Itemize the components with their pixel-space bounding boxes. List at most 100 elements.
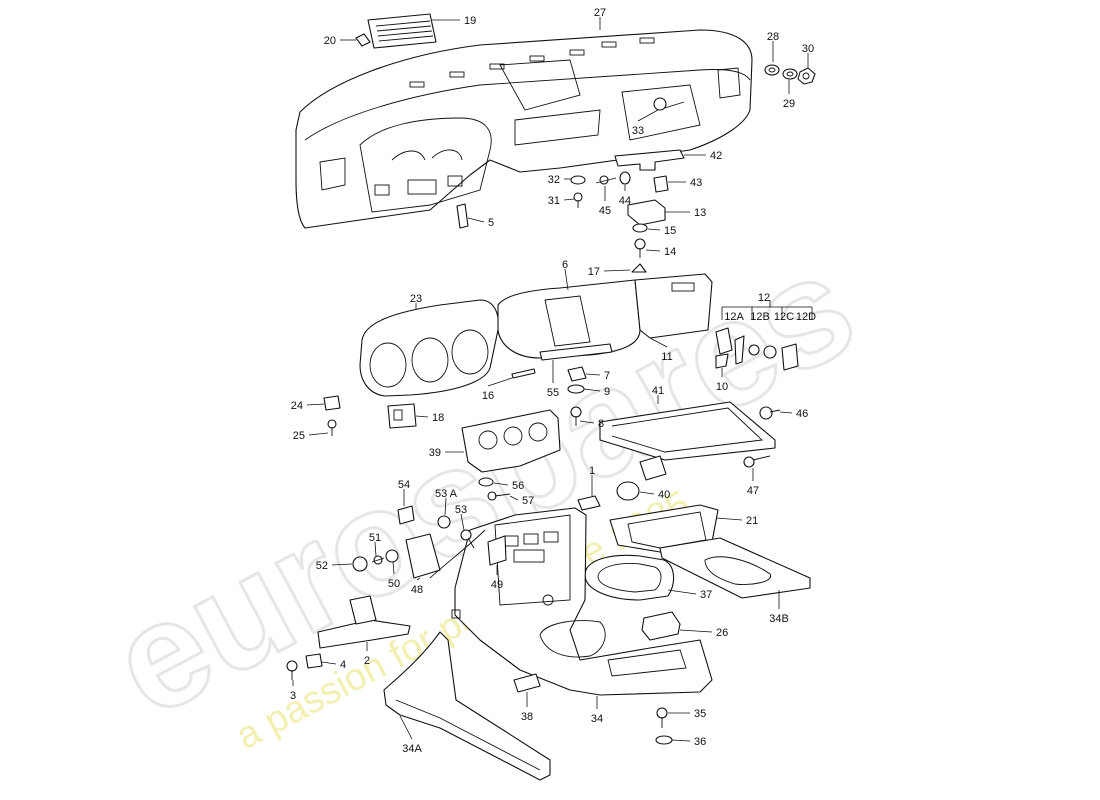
leader-line-6: [564, 268, 569, 291]
part-label-23: 23: [410, 293, 422, 305]
part-label-27: 27: [594, 7, 606, 19]
part-label-18: 18: [432, 412, 444, 424]
side-panel-34A: [383, 631, 551, 781]
leader-line-50: [392, 561, 395, 575]
instrument-cluster-23: [359, 299, 499, 397]
leader-line-34a: [399, 715, 413, 740]
part-label-12c: 12C: [774, 311, 794, 323]
leader-line-18: [415, 415, 429, 418]
part-label-54: 54: [398, 479, 410, 491]
screw-47: [743, 455, 771, 468]
part-label-6: 6: [562, 259, 568, 271]
part-label-39: 39: [429, 447, 441, 459]
switch-18: [387, 403, 417, 429]
dashboard-panel: [295, 29, 753, 229]
leader-line-33: [637, 109, 659, 122]
vent-38: [513, 673, 541, 693]
part-label-34a: 34A: [402, 743, 422, 755]
part-label-53: 53: [455, 504, 467, 516]
part-label-43: 43: [690, 177, 702, 189]
part-label-26: 26: [716, 627, 728, 639]
cover-26: [641, 611, 681, 641]
part-label-3: 3: [290, 690, 296, 702]
part-label-36: 36: [694, 736, 706, 748]
part-label-52: 52: [316, 560, 328, 572]
callout-leaders: [292, 17, 809, 742]
leader-line-40: [639, 491, 655, 495]
leader-line-53a: [444, 497, 447, 516]
screw-45: [595, 175, 617, 185]
leader-line-21: [715, 517, 743, 521]
leader-line-25: [308, 432, 329, 436]
bracket-2: [317, 595, 411, 649]
part-label-8: 8: [598, 418, 604, 430]
part-label-25: 25: [293, 430, 305, 442]
tray-41: [599, 401, 776, 481]
screw-51: [371, 555, 385, 565]
part-label-51: 51: [369, 532, 381, 544]
part-label-56: 56: [512, 480, 524, 492]
insert-34B: [659, 537, 811, 599]
leader-line-7: [585, 373, 601, 376]
part-label-12d: 12D: [796, 311, 816, 323]
trim-ring-37: [584, 554, 675, 601]
glovebox-6: [497, 279, 641, 359]
leader-line-48: [416, 577, 421, 581]
part-label-55: 55: [547, 387, 559, 399]
part-label-41: 41: [652, 385, 664, 397]
washer-56: [478, 477, 494, 487]
part-label-12b: 12B: [750, 311, 770, 323]
part-label-35: 35: [694, 708, 706, 720]
leader-line-51: [374, 541, 377, 557]
part-label-13: 13: [694, 207, 706, 219]
part-label-7: 7: [604, 370, 610, 382]
part-label-19: 19: [464, 15, 476, 27]
leader-line-52: [331, 563, 353, 566]
part-label-46: 46: [796, 408, 808, 420]
screw-20: [355, 33, 371, 47]
part-label-21: 21: [746, 515, 758, 527]
knob-40: [616, 481, 640, 501]
washer-44: [619, 171, 631, 185]
clip-17: [631, 263, 647, 273]
screw-25: [327, 419, 337, 436]
clip-43: [653, 175, 669, 193]
part-label-24: 24: [291, 400, 303, 412]
part-label-17: 17: [588, 266, 600, 278]
part-label-38: 38: [521, 711, 533, 723]
screw-8: [570, 406, 582, 426]
gauge-housing-39: [461, 409, 561, 473]
part-label-20: 20: [324, 35, 336, 47]
screw-57: [487, 491, 511, 501]
nut-30: [797, 67, 816, 85]
part-label-12: 12: [758, 292, 770, 304]
leader-line-56: [493, 482, 509, 486]
lock-13: [627, 199, 666, 226]
part-label-29: 29: [783, 98, 795, 110]
part-label-2: 2: [364, 655, 370, 667]
part-label-48: 48: [411, 584, 423, 596]
vent-grille: [367, 13, 437, 49]
center-console-34: [451, 507, 713, 696]
clip-24: [323, 395, 341, 411]
clip-1: [577, 495, 601, 511]
leader-line-4: [321, 661, 337, 665]
part-label-14: 14: [664, 246, 676, 258]
screw-53: [460, 529, 475, 549]
leader-line-36: [671, 739, 691, 742]
leader-line-26: [679, 629, 713, 633]
part-label-11: 11: [661, 351, 672, 363]
part-label-49: 49: [491, 579, 503, 591]
part-label-10: 10: [716, 381, 728, 393]
part-label-1: 1: [589, 465, 595, 477]
part-label-33: 33: [632, 125, 644, 137]
part-label-45: 45: [599, 205, 611, 217]
screw-14: [634, 238, 646, 258]
part-label-28: 28: [767, 31, 779, 43]
part-label-37: 37: [700, 589, 712, 601]
leader-line-24: [306, 403, 325, 406]
leader-line-17: [603, 269, 631, 272]
ashtray-21: [609, 504, 719, 553]
glovebox-lid-11: [634, 273, 713, 339]
